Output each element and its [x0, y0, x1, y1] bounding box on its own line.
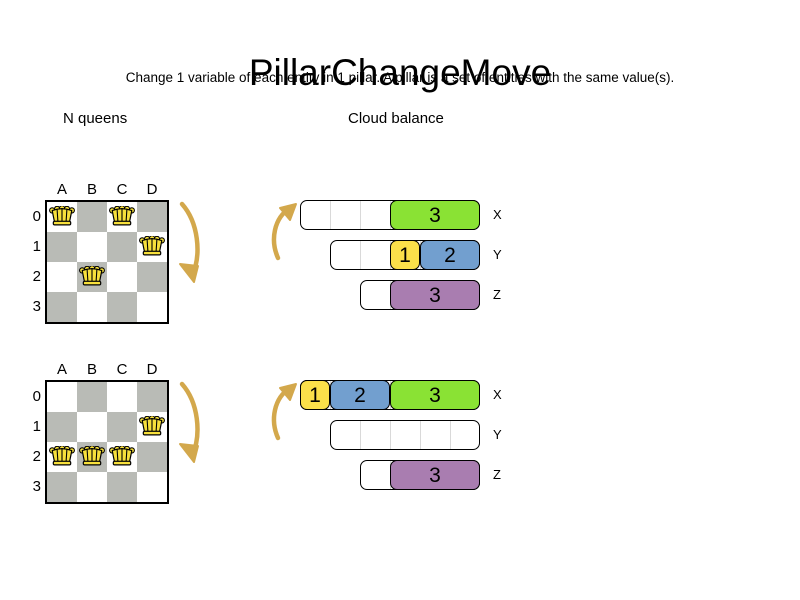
board-square-A3[interactable]	[47, 472, 77, 502]
board-square-B3[interactable]	[77, 472, 107, 502]
n-queens-board-before: A B C D 0 1 2 3	[33, 182, 169, 324]
cloud-computer-label-Z: Z	[493, 467, 501, 482]
board-square-D3[interactable]	[137, 292, 167, 322]
cloud-bar-empty-cell	[391, 421, 421, 449]
cloud-computer-label-Y: Y	[493, 427, 502, 442]
column-label-A: A	[56, 181, 67, 198]
chessboard[interactable]: A B C D 0 1 2 3	[33, 182, 169, 324]
board-square-C2[interactable]	[107, 262, 137, 292]
board-square-B0[interactable]	[77, 202, 107, 232]
column-label-A: A	[56, 361, 67, 378]
row-label-2: 2	[32, 448, 41, 465]
cloud-process-segment-2[interactable]: 2	[420, 240, 480, 270]
cloud-process-segment-1[interactable]: 1	[300, 380, 330, 410]
section-heading-n-queens: N queens	[63, 110, 128, 127]
column-label-D: D	[146, 361, 158, 378]
board-square-B2[interactable]	[77, 262, 107, 292]
column-label-B: B	[86, 181, 97, 198]
board-square-C1[interactable]	[107, 232, 137, 262]
row-label-3: 3	[32, 478, 41, 495]
cloud-bar-empty-cell	[421, 421, 451, 449]
cloud-bar-empty-cell	[361, 281, 391, 309]
board-square-A1[interactable]	[47, 412, 77, 442]
board-square-D1[interactable]	[137, 232, 167, 262]
board-square-D0[interactable]	[137, 202, 167, 232]
cloud-process-segment-3[interactable]: 3	[390, 380, 480, 410]
chessboard[interactable]: A B C D 0 1 2 3	[33, 362, 169, 504]
page-title: PillarChangeMove	[248, 51, 552, 93]
curved-arrow-up-icon	[268, 196, 304, 271]
board-square-C0[interactable]	[107, 382, 137, 412]
row-label-0: 0	[32, 208, 41, 225]
curved-arrow-up-icon	[268, 376, 304, 451]
board-square-A0[interactable]	[47, 382, 77, 412]
cloud-bar-grid	[331, 421, 479, 449]
section-heading-cloud-balance: Cloud balance	[348, 110, 444, 127]
cloud-bar-empty-cell	[361, 201, 391, 229]
curved-arrow-down-icon	[168, 376, 208, 476]
board-square-B3[interactable]	[77, 292, 107, 322]
board-square-B0[interactable]	[77, 382, 107, 412]
board-square-D3[interactable]	[137, 472, 167, 502]
board-square-B1[interactable]	[77, 232, 107, 262]
page-subtitle: Change 1 variable of each entity in 1 pi…	[125, 70, 675, 85]
board-square-C2[interactable]	[107, 442, 137, 472]
cloud-bar-empty-cell	[361, 421, 391, 449]
column-label-B: B	[86, 361, 97, 378]
cloud-bar-track-Y[interactable]	[330, 420, 480, 450]
cloud-process-segment-3[interactable]: 3	[390, 280, 480, 310]
column-label-D: D	[146, 181, 158, 198]
board-square-D2[interactable]	[137, 262, 167, 292]
board-square-C3[interactable]	[107, 292, 137, 322]
curved-arrow-down-icon	[168, 196, 208, 296]
board-square-A1[interactable]	[47, 232, 77, 262]
cloud-bar-empty-cell	[331, 421, 361, 449]
board-square-C1[interactable]	[107, 412, 137, 442]
cloud-bar-empty-cell	[331, 201, 361, 229]
board-square-B2[interactable]	[77, 442, 107, 472]
board-square-C3[interactable]	[107, 472, 137, 502]
row-label-1: 1	[32, 418, 41, 435]
board-square-B1[interactable]	[77, 412, 107, 442]
board-square-D2[interactable]	[137, 442, 167, 472]
cloud-process-segment-1[interactable]: 1	[390, 240, 420, 270]
cloud-process-segment-3[interactable]: 3	[390, 460, 480, 490]
cloud-bar-empty-cell	[451, 421, 479, 449]
column-label-C: C	[116, 361, 128, 378]
row-label-2: 2	[32, 268, 41, 285]
cloud-process-segment-3[interactable]: 3	[390, 200, 480, 230]
cloud-computer-label-Z: Z	[493, 287, 501, 302]
cloud-computer-label-X: X	[493, 207, 502, 222]
row-label-3: 3	[32, 298, 41, 315]
board-square-D0[interactable]	[137, 382, 167, 412]
cloud-bar-empty-cell	[361, 461, 391, 489]
cloud-computer-label-X: X	[493, 387, 502, 402]
cloud-computer-label-Y: Y	[493, 247, 502, 262]
board-square-A3[interactable]	[47, 292, 77, 322]
row-label-0: 0	[32, 388, 41, 405]
cloud-bar-empty-cell	[331, 241, 361, 269]
row-label-1: 1	[32, 238, 41, 255]
board-square-A2[interactable]	[47, 442, 77, 472]
board-square-A0[interactable]	[47, 202, 77, 232]
cloud-process-segment-2[interactable]: 2	[330, 380, 390, 410]
cloud-bar-empty-cell	[361, 241, 391, 269]
board-square-A2[interactable]	[47, 262, 77, 292]
n-queens-board-after: A B C D 0 1 2 3	[33, 362, 169, 504]
cloud-bar-empty-cell	[301, 201, 331, 229]
column-label-C: C	[116, 181, 128, 198]
board-square-C0[interactable]	[107, 202, 137, 232]
board-square-D1[interactable]	[137, 412, 167, 442]
